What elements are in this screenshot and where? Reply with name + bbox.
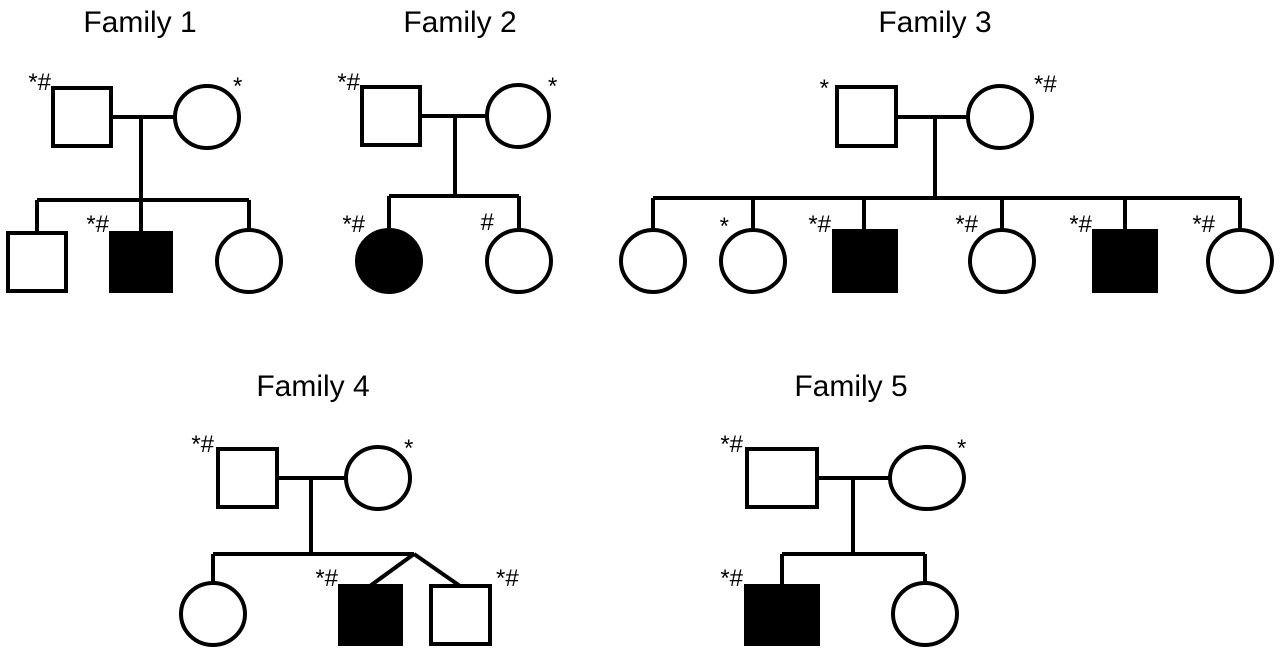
child-symbol <box>719 228 787 294</box>
mother-mark: * <box>957 435 966 462</box>
father-mark: *# <box>191 431 214 458</box>
child-mark: *# <box>1069 211 1092 238</box>
child-mark: *# <box>720 565 743 592</box>
mother-symbol <box>485 83 551 149</box>
mother-mark: *# <box>1034 71 1057 98</box>
child-symbol <box>1092 229 1158 293</box>
family-title: Family 2 <box>403 6 516 39</box>
child-symbol <box>355 228 423 294</box>
mother-mark: * <box>233 73 242 100</box>
family-title: Family 4 <box>256 370 369 403</box>
twin-line <box>368 552 416 588</box>
mother-symbol <box>173 84 241 150</box>
father-symbol <box>216 447 279 509</box>
child-symbol <box>215 228 283 294</box>
child-symbol <box>429 584 492 646</box>
child-mark: *# <box>342 211 365 238</box>
child-symbol <box>109 231 173 293</box>
child-symbol <box>891 581 959 647</box>
child-symbol <box>619 228 687 294</box>
mother-symbol <box>344 445 412 511</box>
child-symbol <box>338 584 403 646</box>
father-symbol <box>51 86 113 148</box>
child-mark: *# <box>1192 211 1215 238</box>
family-2: Family 2 *# * *# # <box>337 6 557 294</box>
family-3: Family 3 * *# * *# *# *# *# <box>619 6 1274 294</box>
child-mark: *# <box>496 565 519 592</box>
twin-line <box>412 552 462 588</box>
family-title: Family 5 <box>794 370 907 403</box>
mother-symbol <box>888 445 966 511</box>
child-mark: *# <box>808 211 831 238</box>
father-mark: *# <box>28 69 51 96</box>
family-5: Family 5 *# * *# <box>720 370 966 647</box>
child-symbol <box>179 581 247 647</box>
father-mark: * <box>820 75 829 102</box>
father-symbol <box>745 447 819 509</box>
family-1: Family 1 *# * *# <box>6 6 283 294</box>
child-symbol <box>1206 228 1274 294</box>
child-symbol <box>485 228 553 294</box>
family-title: Family 3 <box>878 6 991 39</box>
child-symbol <box>744 584 820 646</box>
father-mark: *# <box>337 69 360 96</box>
child-symbol <box>832 229 898 293</box>
family-title: Family 1 <box>83 6 196 39</box>
father-symbol <box>835 85 898 148</box>
child-symbol <box>6 231 68 293</box>
mother-symbol <box>966 84 1034 150</box>
family-4: Family 4 *# * *# *# <box>179 370 519 647</box>
child-mark: *# <box>955 211 978 238</box>
child-mark: # <box>481 209 495 236</box>
child-mark: * <box>720 213 729 240</box>
child-mark: *# <box>315 565 338 592</box>
father-symbol <box>360 85 422 147</box>
mother-mark: * <box>404 435 413 462</box>
child-symbol <box>968 228 1036 294</box>
child-mark: *# <box>86 211 109 238</box>
mother-mark: * <box>548 73 557 100</box>
father-mark: *# <box>720 431 743 458</box>
